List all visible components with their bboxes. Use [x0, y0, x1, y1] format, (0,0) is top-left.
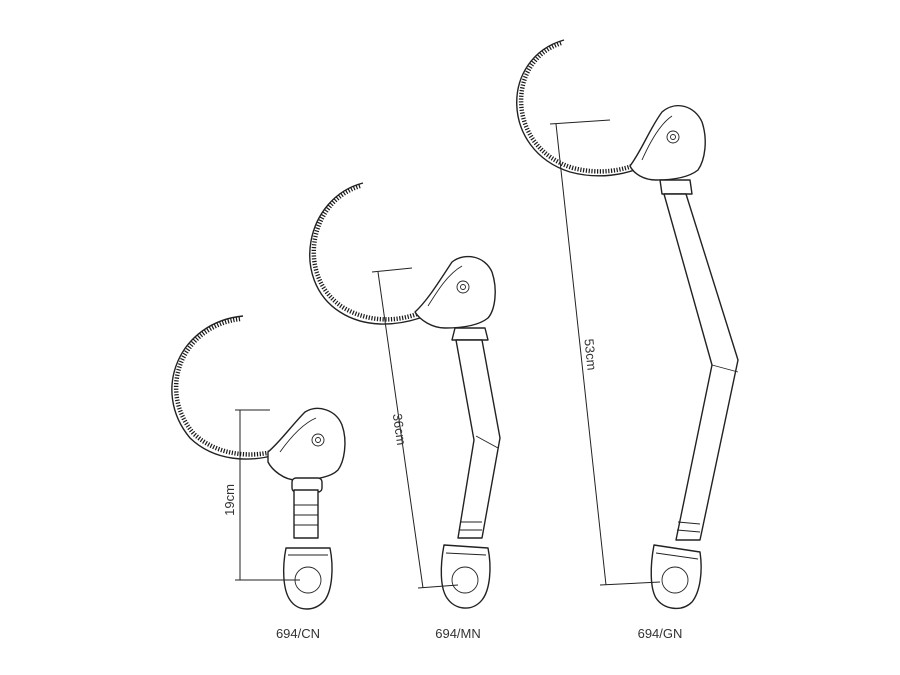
dimension-label-mn: 36cm [390, 413, 409, 447]
dimension-label-cn: 19cm [222, 484, 237, 516]
model-label-cn: 694/CN [276, 626, 320, 641]
model-label-mn: 694/MN [435, 626, 481, 641]
clamp-head-gn [629, 104, 706, 181]
clamp-head-cn [267, 407, 346, 481]
strap-gn [516, 39, 641, 177]
strap-mn [309, 182, 421, 325]
arm-694-mn: 36cm 694/MN [309, 182, 501, 641]
stem-gn [663, 193, 739, 541]
strap-teeth-mn [311, 183, 418, 322]
screw-knob-mn [456, 280, 470, 294]
mirror-socket-cn [282, 547, 333, 610]
mirror-socket-gn [650, 544, 702, 609]
dimension-line-mn [377, 271, 424, 589]
dimension-label-gn: 53cm [581, 338, 599, 371]
clamp-head-mn [414, 255, 496, 329]
model-label-gn: 694/GN [638, 626, 683, 641]
strap-cn [171, 315, 276, 460]
mirror-socket-mn [440, 544, 491, 609]
arm-694-gn: 53cm 694/GN [516, 39, 739, 641]
screw-knob-cn [311, 433, 325, 447]
strap-teeth-gn [518, 40, 638, 174]
screw-knob-gn [666, 130, 680, 144]
dimension-line-gn [555, 123, 607, 586]
strap-teeth-cn [174, 316, 273, 457]
arm-694-cn: 19cm 694/CN [171, 315, 346, 641]
stem-mn [455, 339, 501, 539]
